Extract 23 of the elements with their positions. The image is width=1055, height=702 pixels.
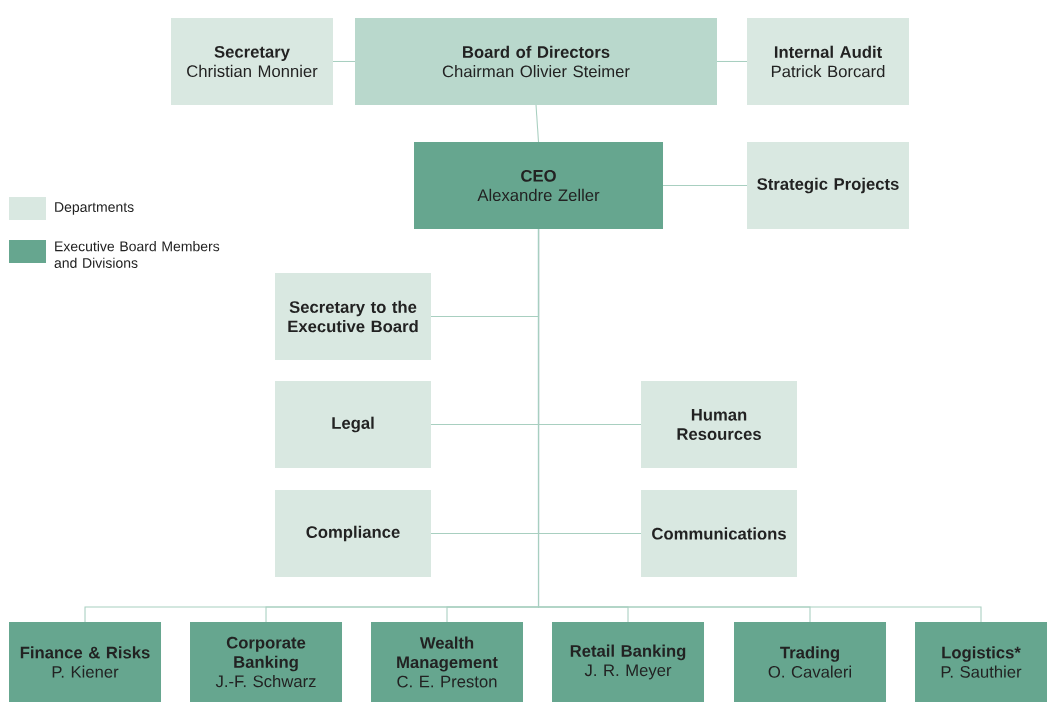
department-box: Human Resources	[641, 381, 797, 468]
department-box: Legal	[275, 381, 431, 468]
division-box: Finance & Risks P. Kiener	[9, 622, 161, 702]
division-box: Retail Banking J. R. Meyer	[552, 622, 704, 702]
legend-label: Departments	[55, 202, 134, 215]
department-box: Internal Audit Patrick Borcard	[747, 18, 909, 105]
connector-line	[332, 60, 356, 63]
department-box: Strategic Projects	[747, 142, 909, 229]
division-box: Corporate Banking J.-F. Schwarz	[190, 622, 342, 702]
division-box: Trading O. Cavaleri	[734, 622, 886, 702]
division-box: Wealth Management C. E. Preston	[371, 622, 523, 702]
division-box: CEO Alexandre Zeller	[414, 142, 663, 229]
connector-line	[716, 60, 748, 63]
department-box: Secretary Christian Monnier	[171, 18, 333, 105]
legend-label: Executive Board Members and Divisions	[54, 241, 220, 268]
department-box: Compliance	[275, 490, 431, 577]
connector-line	[535, 104, 540, 143]
division-box: Logistics* P. Sauthier	[915, 622, 1047, 702]
department-box: Secretary to the Executive Board	[275, 273, 431, 360]
department-box: Communications	[641, 490, 797, 577]
connector-line	[537, 228, 982, 623]
connector-line	[662, 184, 748, 187]
board-box: Board of Directors Chairman Olivier Steimer	[355, 18, 717, 105]
